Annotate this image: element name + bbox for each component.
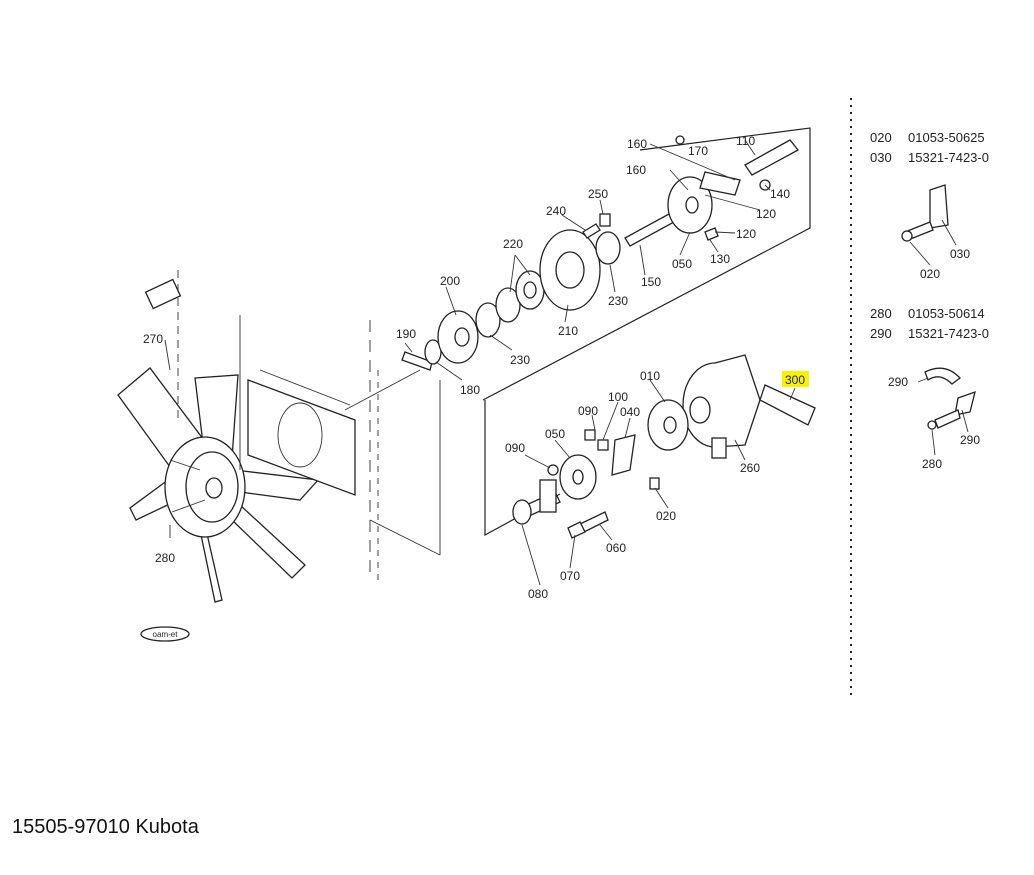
logo-text: oam-et — [153, 630, 179, 639]
callout-120: 120 — [756, 207, 776, 221]
callout-240: 240 — [546, 204, 566, 218]
upper-assembly-outline — [482, 127, 811, 401]
callout-300: 300 — [785, 373, 805, 387]
callout-110: 110 — [736, 134, 755, 148]
callout-030: 030 — [950, 247, 970, 261]
callout-020: 020 — [920, 267, 940, 281]
parts-row-number: 15321-7423-0 — [908, 150, 989, 165]
callout-labels: 270 280 190 200 180 230 220 210 240 250 … — [143, 134, 980, 601]
parts-row-ref: 030 — [870, 150, 892, 165]
part-number-caption: 15505-97010 Kubota — [12, 816, 199, 838]
callout-280: 280 — [155, 551, 175, 565]
callout-080: 080 — [528, 587, 548, 601]
callout-140: 140 — [770, 187, 790, 201]
callout-250: 250 — [588, 187, 608, 201]
callout-160: 160 — [627, 137, 647, 151]
callout-060: 060 — [606, 541, 626, 555]
callout-280: 280 — [922, 457, 942, 471]
parts-row-ref: 290 — [870, 326, 892, 341]
lower-assembly-parts — [512, 354, 816, 539]
parts-row-number: 15321-7423-0 — [908, 326, 989, 341]
callout-260: 260 — [740, 461, 760, 475]
callout-220: 220 — [503, 237, 523, 251]
callout-090: 090 — [578, 404, 598, 418]
callout-070: 070 — [560, 569, 580, 583]
callout-020: 020 — [656, 509, 676, 523]
callout-230: 230 — [510, 353, 530, 367]
callout-300-highlight — [782, 371, 809, 387]
callout-190: 190 — [396, 327, 416, 341]
parts-row-ref: 020 — [870, 130, 892, 145]
detail-parts — [901, 184, 976, 430]
callout-120: 120 — [736, 227, 756, 241]
callout-170: 170 — [688, 144, 708, 158]
upper-assembly-parts — [401, 135, 799, 371]
callout-200: 200 — [440, 274, 460, 288]
callout-290: 290 — [960, 433, 980, 447]
parts-row-number: 01053-50625 — [908, 130, 985, 145]
callout-050: 050 — [672, 257, 692, 271]
callout-230: 230 — [608, 294, 628, 308]
parts-row-ref: 280 — [870, 306, 892, 321]
leader-lines — [164, 139, 969, 586]
callout-010: 010 — [640, 369, 660, 383]
callout-290: 290 — [888, 375, 908, 389]
callout-040: 040 — [620, 405, 640, 419]
callout-160: 160 — [626, 163, 646, 177]
callout-210: 210 — [558, 324, 578, 338]
callout-090: 090 — [505, 441, 525, 455]
callout-180: 180 — [460, 383, 480, 397]
shroud-frame — [177, 270, 441, 580]
callout-150: 150 — [641, 275, 661, 289]
fan-part-270 — [117, 278, 320, 603]
callout-270: 270 — [143, 332, 163, 346]
logo-stamp: oam-et — [140, 626, 190, 642]
callout-050: 050 — [545, 427, 565, 441]
parts-row-number: 01053-50614 — [908, 306, 985, 321]
parts-table: 020 01053-50625 030 15321-7423-0 280 010… — [870, 130, 989, 341]
callout-130: 130 — [710, 252, 730, 266]
callout-100: 100 — [608, 390, 628, 404]
